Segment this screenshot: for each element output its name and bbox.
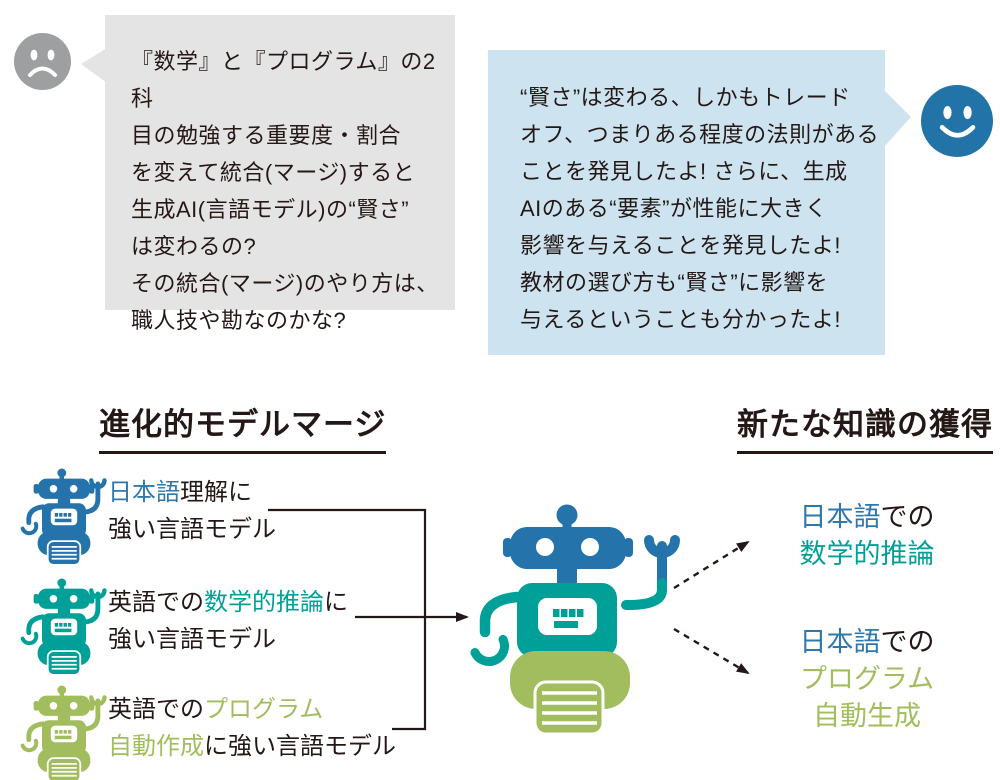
output-math-reasoning: 日本語での 数学的推論 [756, 499, 978, 573]
label-segment: プログラム [204, 696, 324, 723]
output-segment: 日本語 [799, 627, 881, 657]
sad-face-icon [14, 33, 71, 90]
model-label-japanese: 日本語理解に 強い言語モデル [108, 474, 276, 548]
label-segment: 英語での [108, 589, 204, 616]
bubble-tail-right [884, 90, 911, 147]
green-robot-icon [20, 684, 108, 780]
label-segment: に [324, 589, 348, 616]
output-segment: での [880, 502, 935, 532]
output-segment: での [880, 627, 935, 657]
label-segment: 強い言語モデル [108, 626, 276, 653]
model-label-program: 英語でのプログラム 自動作成に強い言語モデル [108, 691, 396, 765]
label-segment: 理解に [180, 479, 252, 506]
question-line: 職人技や勘なのかな? [131, 308, 347, 333]
label-segment: 日本語 [108, 479, 180, 506]
question-line: その統合(マージ)のやり方は、 [131, 271, 439, 296]
answer-line: 与えるということも分かったよ! [520, 307, 841, 332]
answer-line: “賢さ”は変わる、しかもトレード [520, 85, 851, 110]
answer-line: 教材の選び方も“賢さ”に影響を [520, 270, 829, 295]
label-segment: 英語での [108, 696, 204, 723]
model-label-math: 英語での数学的推論に 強い言語モデル [108, 584, 348, 658]
label-segment: 自動作成 [108, 733, 204, 760]
question-line: を変えて統合(マージ)すると [131, 160, 416, 185]
answer-line: ことを発見したよ! さらに、生成 [520, 159, 848, 184]
bubble-tail-left [81, 48, 107, 83]
label-segment: 数学的推論 [204, 589, 324, 616]
output-program-generation: 日本語での プログラム 自動生成 [756, 624, 978, 735]
label-segment: 強い言語モデル [108, 516, 276, 543]
answer-line: オフ、つまりある程度の法則がある [520, 122, 880, 147]
happy-face-icon [921, 85, 993, 157]
teal-robot-icon [20, 577, 108, 676]
output-segment: 自動生成 [813, 701, 921, 731]
right-section-heading: 新たな知識の獲得 [737, 399, 993, 454]
question-line: は変わるの? [131, 234, 257, 259]
answer-line: AIのある“要素”が性能に大きく [520, 196, 828, 221]
output-segment: 日本語 [799, 502, 881, 532]
output-segment: プログラム [799, 664, 935, 694]
answer-speech-bubble: “賢さ”は変わる、しかもトレード オフ、つまりある程度の法則がある ことを発見し… [488, 50, 911, 355]
question-line: 目の勉強する重要度・割合 [131, 123, 402, 148]
merged-robot-icon [470, 504, 680, 736]
left-section-heading: 進化的モデルマージ [99, 399, 387, 454]
blue-robot-icon [20, 467, 108, 566]
output-segment: 数学的推論 [799, 539, 935, 569]
question-line: 『数学』と『プログラム』の2科 [131, 49, 436, 111]
answer-line: 影響を与えることを発見したよ! [520, 233, 841, 258]
label-segment: に強い言語モデル [204, 733, 396, 760]
question-line: 生成AI(言語モデル)の“賢さ” [131, 197, 410, 222]
question-speech-bubble: 『数学』と『プログラム』の2科 目の勉強する重要度・割合 を変えて統合(マージ)… [81, 15, 455, 333]
